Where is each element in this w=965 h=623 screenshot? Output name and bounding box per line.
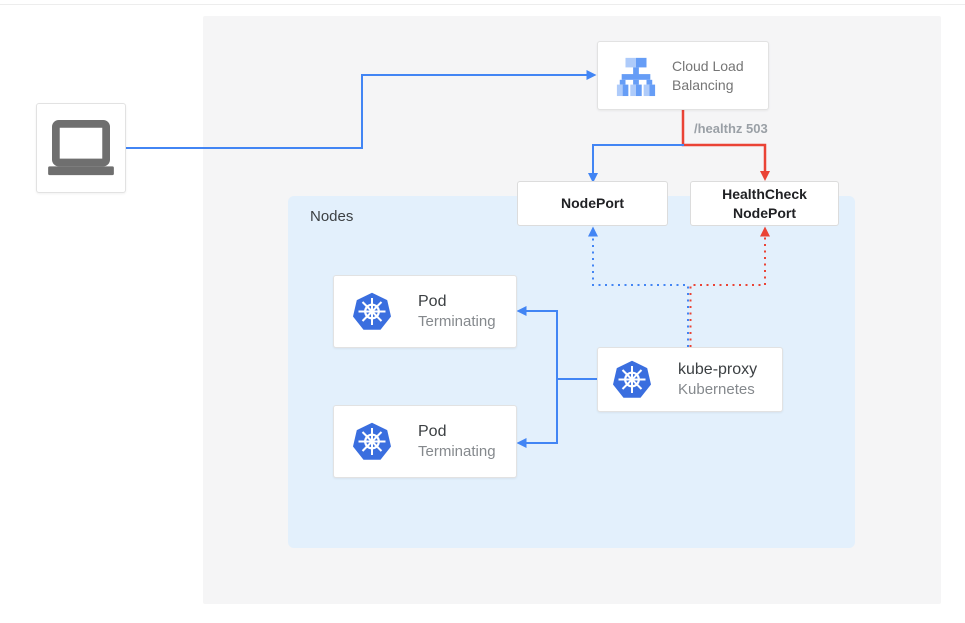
healthcheck-nodeport-label: HealthCheck NodePort xyxy=(722,185,807,221)
load-balancer-icon xyxy=(616,57,656,96)
nodeport-node: NodePort xyxy=(517,181,668,226)
kubernetes-icon xyxy=(353,422,391,460)
cloud-load-balancing-label: Cloud Load Balancing xyxy=(672,57,744,93)
kube-proxy-node: kube-proxy Kubernetes xyxy=(597,347,783,412)
nodeport-label: NodePort xyxy=(561,195,624,211)
pod-node-1: Pod Terminating xyxy=(333,275,517,348)
pod-text: Pod Terminating xyxy=(418,291,496,332)
kubernetes-icon xyxy=(353,292,391,330)
pod-title: Pod xyxy=(418,293,447,310)
pod-status: Terminating xyxy=(418,313,496,330)
pod-node-2: Pod Terminating xyxy=(333,405,517,478)
kube-proxy-title: kube-proxy xyxy=(678,361,758,378)
pod-title: Pod xyxy=(418,423,447,440)
kube-proxy-text: kube-proxy Kubernetes xyxy=(678,359,757,400)
page-top-divider xyxy=(0,4,965,5)
pod-status: Terminating xyxy=(418,443,496,460)
pod-text: Pod Terminating xyxy=(418,421,496,462)
kube-proxy-subtitle: Kubernetes xyxy=(678,381,755,398)
laptop-icon xyxy=(48,119,114,176)
healthcheck-nodeport-node: HealthCheck NodePort xyxy=(690,181,839,226)
nodes-group-label: Nodes xyxy=(310,208,354,225)
cloud-load-balancing-node: Cloud Load Balancing xyxy=(597,41,769,110)
client-device-node xyxy=(36,103,126,193)
healthz-status-label: /healthz 503 xyxy=(694,121,768,136)
kubernetes-icon xyxy=(613,360,651,398)
